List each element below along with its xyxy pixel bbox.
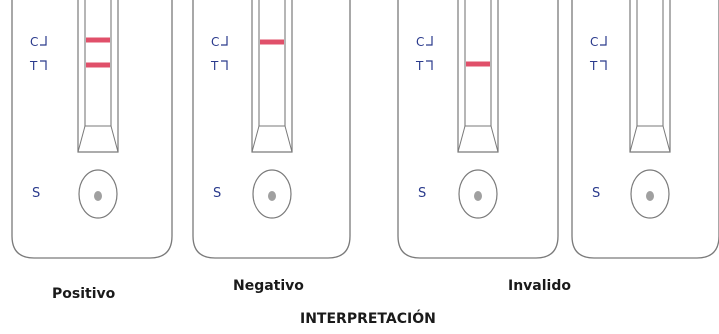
sample-well-dot xyxy=(646,191,654,201)
test-marker: T xyxy=(415,59,424,73)
test-bracket xyxy=(600,60,607,70)
window-bevel-left xyxy=(457,125,466,153)
sample-marker: S xyxy=(418,186,426,201)
control-bracket xyxy=(600,36,607,46)
test-line xyxy=(466,61,490,67)
caption-negativo: Negativo xyxy=(233,278,304,294)
cassette-body xyxy=(397,0,559,259)
window-bevel-left xyxy=(629,125,638,153)
cassette-1: CT S xyxy=(11,0,173,259)
result-window-inner xyxy=(258,0,286,127)
result-window-inner xyxy=(636,0,664,127)
test-marker: T xyxy=(29,59,38,73)
sample-marker: S xyxy=(32,186,40,201)
test-bracket xyxy=(426,60,433,70)
control-bracket xyxy=(426,36,433,46)
sample-well-dot xyxy=(474,191,482,201)
test-bracket xyxy=(40,60,47,70)
result-window xyxy=(629,0,671,153)
window-bevel-left xyxy=(251,125,260,153)
result-window-inner xyxy=(84,0,112,127)
test-marker: T xyxy=(589,59,598,73)
sample-marker: S xyxy=(213,186,221,201)
window-bevel-right xyxy=(284,125,293,153)
window-bevel-right xyxy=(490,125,499,153)
result-window xyxy=(457,0,499,153)
sample-well-dot xyxy=(94,191,102,201)
test-line xyxy=(86,62,110,68)
window-bevel-left xyxy=(77,125,86,153)
result-window xyxy=(251,0,293,153)
test-marker: T xyxy=(210,59,219,73)
result-window xyxy=(77,0,119,153)
control-marker: C xyxy=(590,35,598,49)
cassette-4: CT S xyxy=(571,0,719,259)
control-marker: C xyxy=(211,35,219,49)
cassette-3: CT S xyxy=(397,0,559,259)
cassette-body xyxy=(571,0,719,259)
cassette-body xyxy=(192,0,351,259)
cassette-body xyxy=(11,0,173,259)
cassette-2: CT S xyxy=(192,0,351,259)
caption-invalido: Invalido xyxy=(508,278,571,294)
sample-well-dot xyxy=(268,191,276,201)
control-marker: C xyxy=(416,35,424,49)
control-marker: C xyxy=(30,35,38,49)
control-line xyxy=(86,37,110,43)
window-bevel-right xyxy=(110,125,119,153)
control-bracket xyxy=(40,36,47,46)
control-bracket xyxy=(221,36,228,46)
window-bevel-right xyxy=(662,125,671,153)
caption-positivo: Positivo xyxy=(52,286,116,302)
sample-marker: S xyxy=(592,186,600,201)
interpretation-title: INTERPRETACIÓN xyxy=(300,311,436,327)
test-bracket xyxy=(221,60,228,70)
control-line xyxy=(260,39,284,45)
result-window-inner xyxy=(464,0,492,127)
